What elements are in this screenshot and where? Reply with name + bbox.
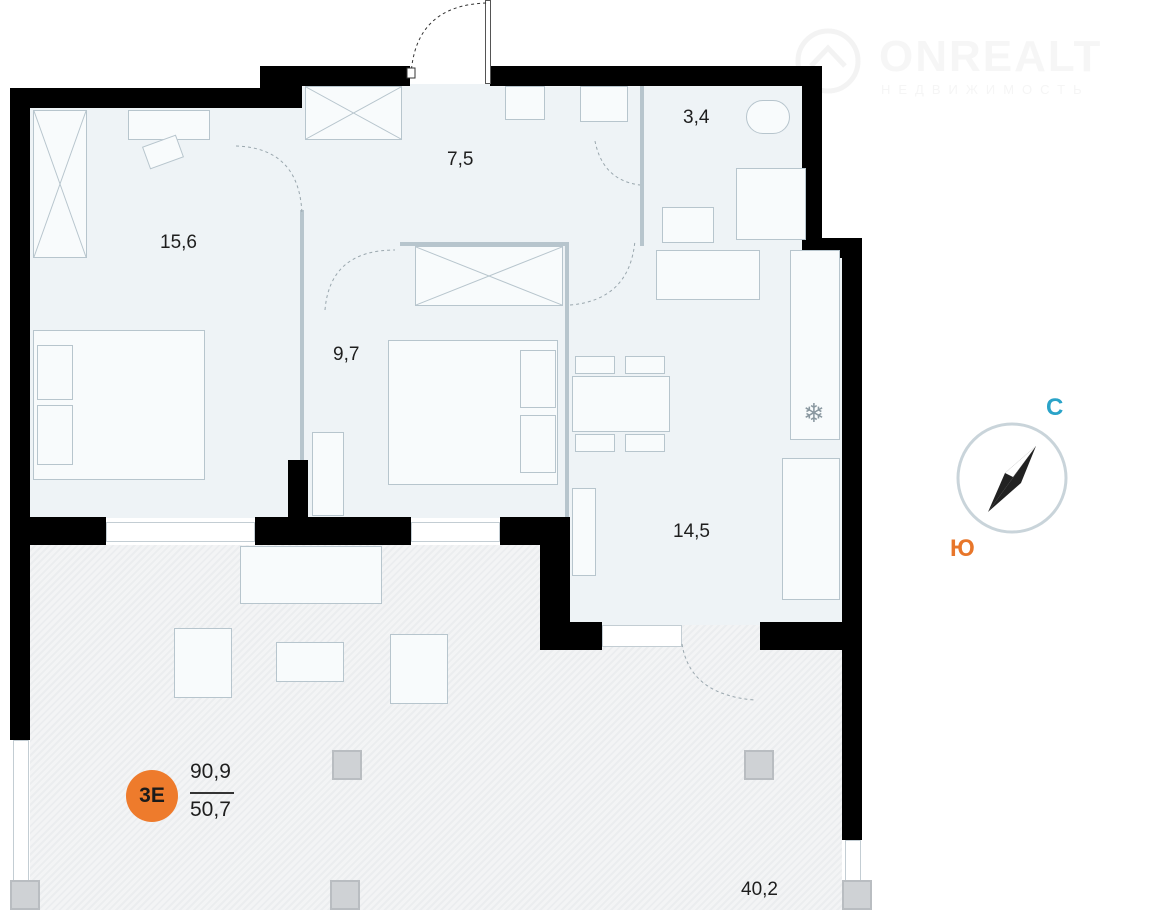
column <box>332 750 362 780</box>
washing-machine <box>580 86 628 122</box>
wall <box>10 88 30 740</box>
column <box>842 880 872 910</box>
desk <box>312 432 344 516</box>
wall <box>255 517 411 545</box>
wardrobe <box>415 246 563 306</box>
pillow <box>520 415 556 473</box>
chair <box>625 356 665 374</box>
stove <box>656 250 760 300</box>
room-area-bedroom-1: 15,6 <box>160 232 197 253</box>
wall <box>490 66 822 86</box>
wall <box>288 460 308 520</box>
terrace-sofa <box>240 546 382 604</box>
apartment-type-badge: 3E <box>126 770 178 822</box>
wardrobe <box>305 86 402 140</box>
coffee-table <box>276 642 344 682</box>
pillow <box>37 405 73 465</box>
armchair <box>174 628 232 698</box>
room-area-kitchen-living: 14,5 <box>673 521 710 542</box>
window <box>106 522 255 542</box>
chair <box>575 356 615 374</box>
room-area-terrace: 40,2 <box>741 879 778 900</box>
armchair <box>390 634 448 704</box>
chair <box>575 434 615 452</box>
sofa <box>782 458 840 600</box>
wall <box>760 622 862 650</box>
entrance-door[interactable] <box>485 0 491 84</box>
wall <box>10 88 302 108</box>
wall <box>802 66 822 246</box>
partition <box>640 86 644 246</box>
washbasin <box>662 207 714 243</box>
window <box>602 625 682 647</box>
logo-brand: ONREALT <box>879 32 1103 81</box>
pillow <box>37 345 73 400</box>
logo: ONREALT НЕДВИЖИМОСТЬ <box>795 26 1125 106</box>
room-area-bedroom-2: 9,7 <box>333 344 360 365</box>
room-area-hall: 7,5 <box>447 149 474 170</box>
toilet <box>746 100 790 134</box>
kitchen-counter <box>790 250 840 440</box>
chair <box>625 434 665 452</box>
door-swing <box>681 643 756 701</box>
wall <box>260 66 410 86</box>
compass-north-label: С <box>1046 394 1064 421</box>
door-swing <box>406 2 488 79</box>
window <box>411 522 500 542</box>
partition <box>400 242 568 246</box>
room-area-bathroom: 3,4 <box>683 107 710 128</box>
logo-tagline: НЕДВИЖИМОСТЬ <box>881 82 1090 97</box>
wardrobe <box>33 110 87 258</box>
shower <box>736 168 806 240</box>
snowflake-icon: ❄ <box>803 398 825 428</box>
column <box>744 750 774 780</box>
desk <box>128 110 210 140</box>
wall <box>540 622 602 650</box>
compass-icon <box>956 422 1068 534</box>
tv-stand <box>572 488 596 576</box>
total-area: 90,9 <box>190 760 231 783</box>
sink <box>505 86 545 120</box>
living-area: 50,7 <box>190 798 231 821</box>
dining-table <box>572 376 670 432</box>
house-logo-icon <box>795 28 861 94</box>
column <box>330 880 360 910</box>
area-divider <box>190 792 234 794</box>
partition <box>300 210 304 460</box>
wall <box>842 238 862 840</box>
column <box>10 880 40 910</box>
compass-south-label: Ю <box>950 535 975 562</box>
partition <box>565 242 569 517</box>
door-swings <box>235 140 641 311</box>
wall <box>30 517 106 545</box>
pillow <box>520 350 556 408</box>
